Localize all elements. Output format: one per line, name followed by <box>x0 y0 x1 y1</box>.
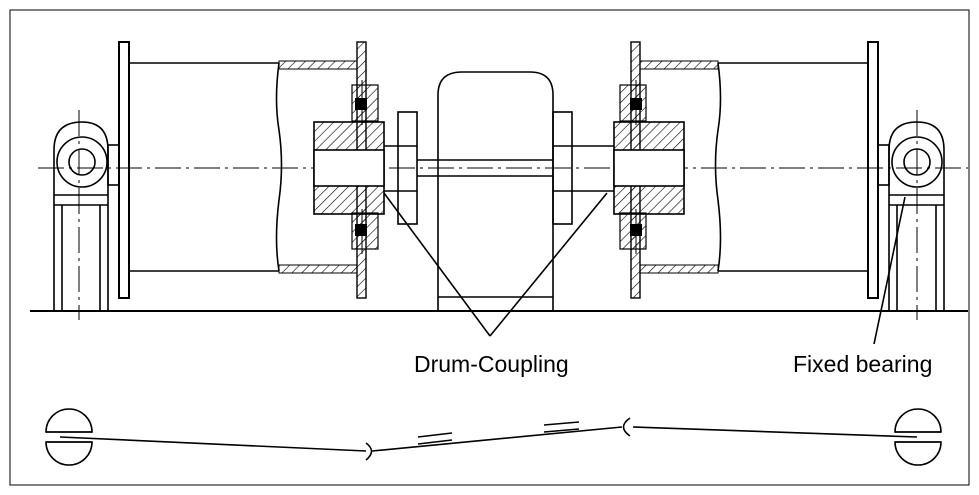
leader-lines <box>383 192 906 345</box>
center-coupling <box>384 71 614 311</box>
right-drum <box>613 41 879 299</box>
drum-coupling-label: Drum-Coupling <box>414 351 569 377</box>
frame-border <box>9 9 970 486</box>
right-bearing <box>877 110 945 320</box>
left-drum <box>118 41 385 299</box>
left-bearing <box>53 110 120 320</box>
misalignment-schematic <box>45 408 942 466</box>
fixed-bearing-label: Fixed bearing <box>793 351 932 377</box>
